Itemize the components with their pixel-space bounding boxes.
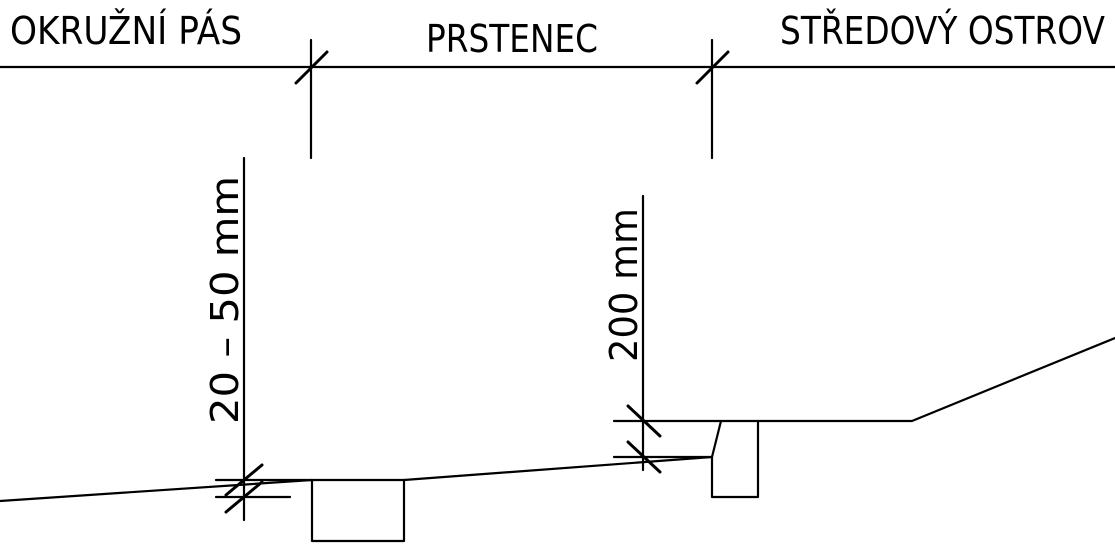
zone-label-circulating-strip: OKRUŽNÍ PÁS <box>10 9 242 53</box>
low-curb-block <box>310 478 406 543</box>
zone-boundary-right <box>695 38 730 160</box>
zone-boundary-left <box>294 38 329 160</box>
dimension-high-curb <box>612 194 723 474</box>
zone-label-ring: PRSTENEC <box>426 17 598 61</box>
dimension-label-low-curb: 20 – 50 mm <box>203 176 247 424</box>
central-island-surface-line <box>756 336 1115 423</box>
high-curb-block <box>710 419 760 499</box>
dimension-label-high-curb: 200 mm <box>602 208 646 362</box>
zone-label-central-island: STŘEDOVÝ OSTROV <box>780 9 1105 53</box>
dimension-low-curb <box>214 156 314 522</box>
ring-surface-line <box>402 455 714 482</box>
